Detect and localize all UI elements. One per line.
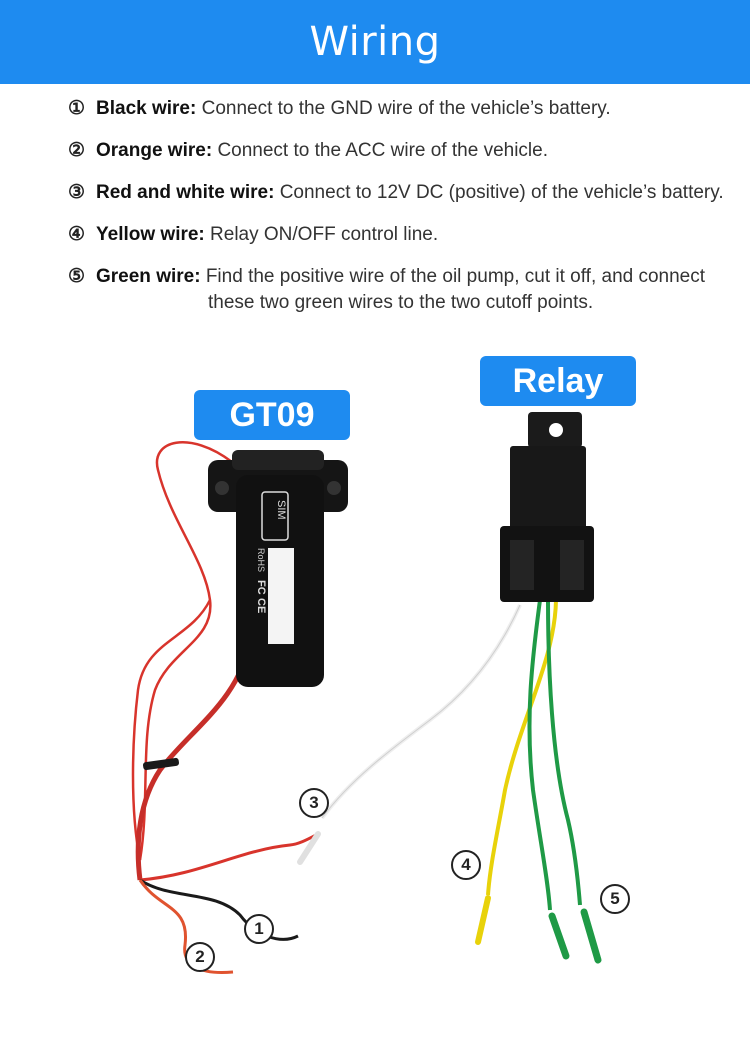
red-white-wire-tip	[297, 831, 321, 865]
note-number: ⑤	[68, 266, 86, 287]
product-photo: SIM RoHS FC CE	[131, 412, 602, 975]
marker-5: 5	[600, 884, 630, 914]
relay-white-wire-outline	[321, 604, 521, 819]
relay-device	[500, 412, 594, 602]
sim-print: SIM	[275, 500, 287, 520]
note-text: Connect to the ACC wire of the vehicle.	[217, 140, 548, 161]
marker-4: 4	[451, 850, 481, 880]
cable-bundle	[135, 639, 253, 881]
note-text: Connect to 12V DC (positive) of the vehi…	[279, 182, 724, 203]
note-number: ①	[68, 98, 86, 119]
red-loop-wire-2	[131, 599, 212, 861]
note-text: Find the positive wire of the oil pump, …	[205, 266, 706, 287]
note-text: Connect to the GND wire of the vehicle’s…	[201, 98, 611, 119]
note-text-continued: these two green wires to the two cutoff …	[208, 292, 594, 313]
note-label: Black wire:	[96, 98, 197, 119]
marker-3: 3	[299, 788, 329, 818]
page-title: Wiring	[309, 19, 441, 65]
green-wire-2-tip	[580, 908, 602, 964]
note-label: Orange wire:	[96, 140, 213, 161]
note-label: Red and white wire:	[96, 182, 275, 203]
note-number: ③	[68, 182, 86, 203]
ce-print: CE	[255, 598, 267, 613]
header-banner: Wiring	[0, 0, 750, 84]
gt09-device: SIM RoHS FC CE	[208, 450, 348, 687]
gt09-label: GT09	[194, 390, 350, 440]
wiring-instructions: ① Black wire: Connect to the GND wire of…	[68, 96, 738, 332]
relay-white-wire	[320, 604, 522, 820]
note-label: Green wire:	[96, 266, 201, 287]
note-green-wire: ⑤ Green wire: Find the positive wire of …	[68, 264, 738, 316]
note-red-white-wire: ③ Red and white wire: Connect to 12V DC …	[68, 180, 738, 206]
green-wire-1	[527, 599, 552, 911]
relay-label: Relay	[480, 356, 636, 406]
red-white-wire	[139, 832, 319, 882]
fc-print: FC	[255, 580, 267, 595]
note-number: ②	[68, 140, 86, 161]
note-number: ④	[68, 224, 86, 245]
note-label: Yellow wire:	[96, 224, 205, 245]
note-text: Relay ON/OFF control line.	[210, 224, 439, 245]
yellow-wire-tip	[475, 895, 491, 945]
rohs-print: RoHS	[256, 548, 266, 572]
note-orange-wire: ② Orange wire: Connect to the ACC wire o…	[68, 138, 738, 164]
note-yellow-wire: ④ Yellow wire: Relay ON/OFF control line…	[68, 222, 738, 248]
cable-tie	[143, 757, 179, 771]
marker-1: 1	[244, 914, 274, 944]
green-wire-1-tip	[548, 912, 570, 960]
green-wire-2	[546, 599, 582, 906]
note-black-wire: ① Black wire: Connect to the GND wire of…	[68, 96, 738, 122]
marker-2: 2	[185, 942, 215, 972]
black-wire	[139, 878, 299, 941]
